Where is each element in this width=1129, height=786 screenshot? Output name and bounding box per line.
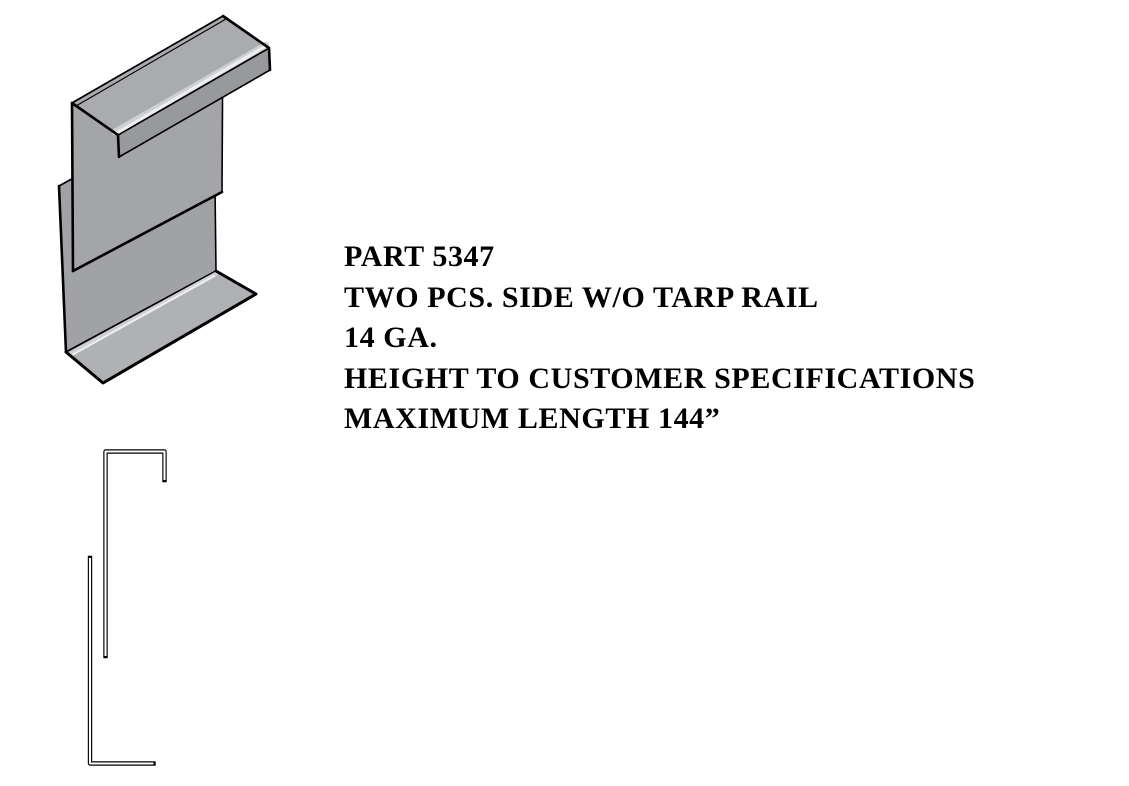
iso-bottom-flange-rim-edge	[64, 269, 258, 385]
spec-line-gauge: 14 GA.	[344, 321, 438, 355]
spec-line-max-length: MAXIMUM LENGTH 144”	[344, 402, 721, 436]
spec-line-height-note: HEIGHT TO CUSTOMER SPECIFICATIONS	[344, 361, 976, 395]
iso-left-end-cap-edge	[70, 101, 121, 159]
iso-right-end-cap-edge	[221, 14, 272, 72]
iso-front-web-left-edge	[70, 101, 75, 273]
iso-top-bend-highlight	[115, 45, 266, 135]
profile-top-piece-outline	[103, 449, 167, 659]
iso-bottom-bend-highlight	[71, 275, 215, 356]
iso-bottom-flange	[64, 269, 258, 385]
iso-front-web-bottom-edge	[71, 190, 224, 273]
iso-top-bend-tangent-line	[75, 18, 227, 107]
iso-top-flange	[70, 14, 272, 159]
iso-rear-web-left-edge	[57, 184, 68, 354]
profile-bottom-piece-outline	[87, 555, 156, 766]
spec-text-block: PART 5347 TWO PCS. SIDE W/O TARP RAIL 14…	[344, 237, 975, 440]
profile-top-piece-core	[104, 450, 166, 656]
spec-line-description: TWO PCS. SIDE W/O TARP RAIL	[344, 280, 819, 314]
profile-view	[87, 449, 167, 766]
spec-line-part-number: PART 5347	[344, 240, 495, 273]
profile-bottom-piece-core	[88, 558, 154, 765]
profile-top-piece	[103, 449, 167, 659]
isometric-view	[57, 14, 272, 385]
profile-bottom-piece	[87, 555, 156, 766]
